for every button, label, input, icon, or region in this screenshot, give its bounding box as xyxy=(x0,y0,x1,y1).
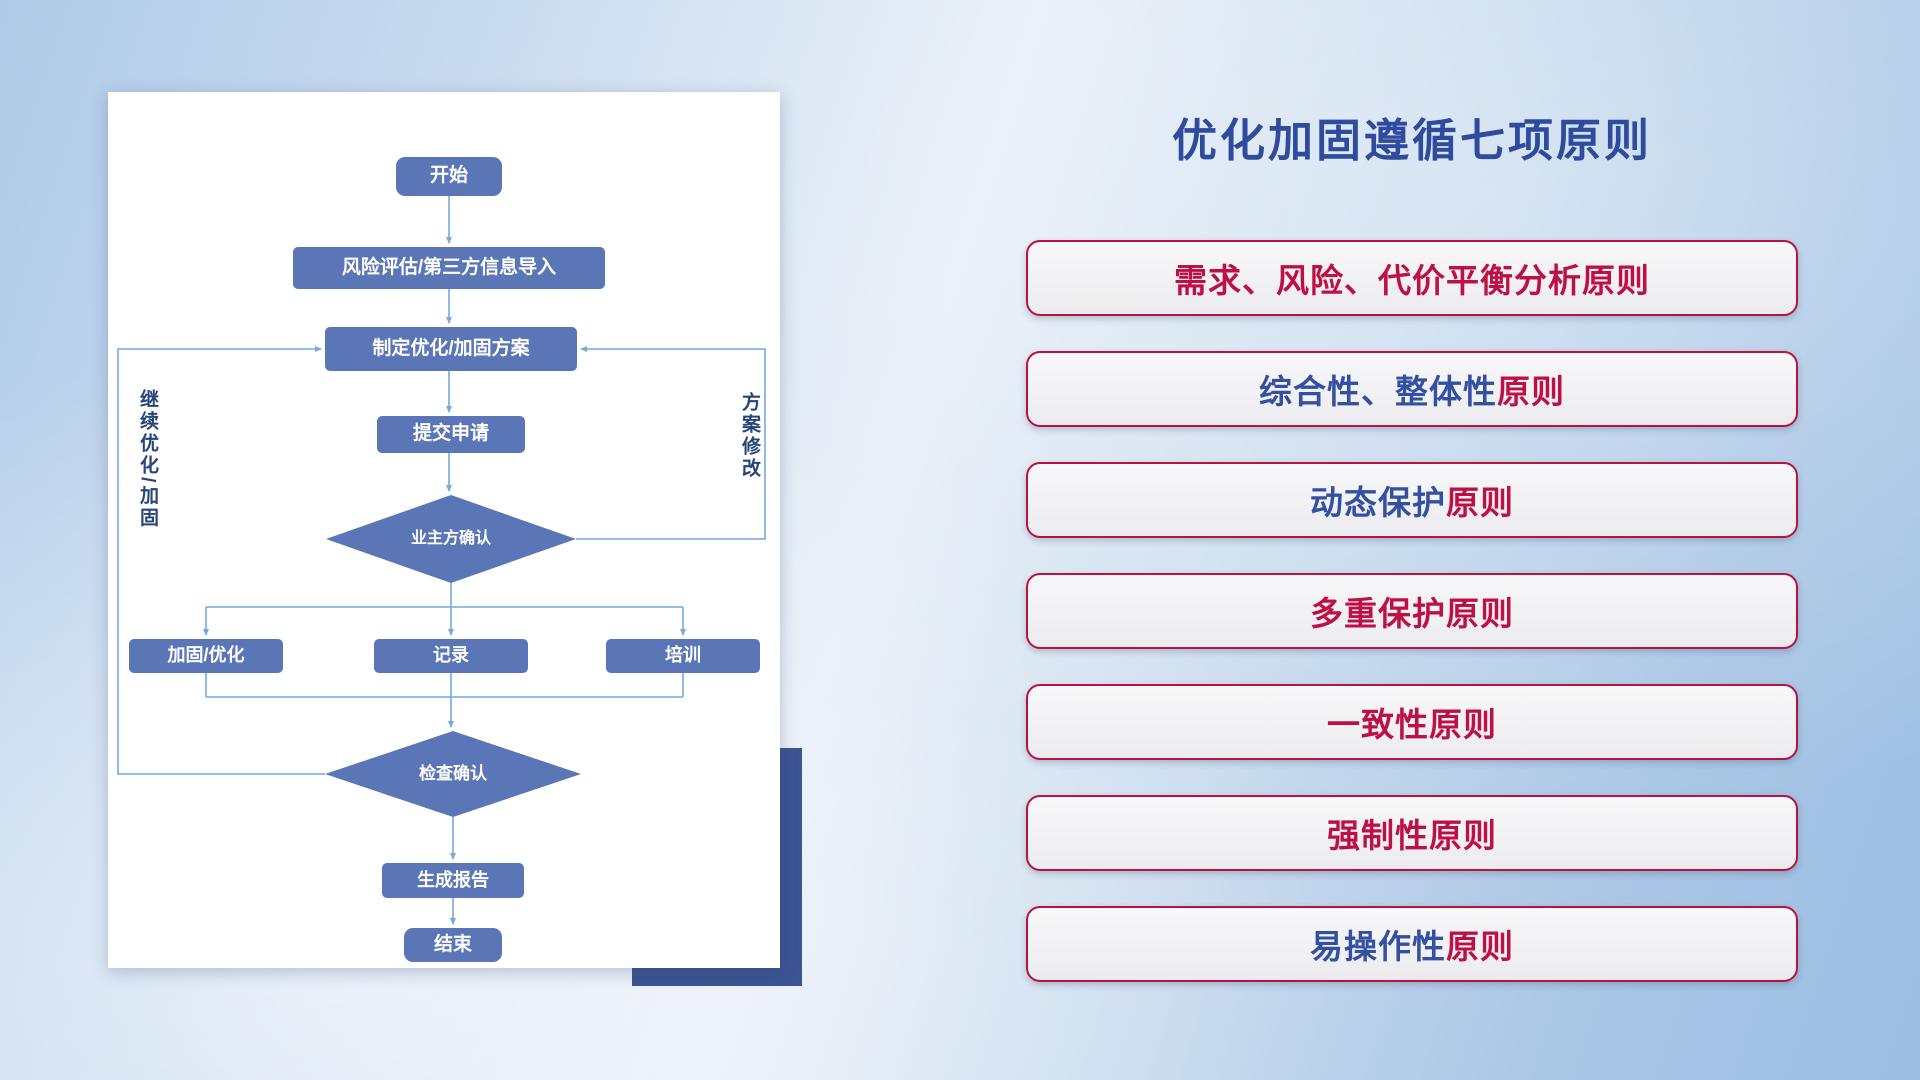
principle-text-segment: 综合性、整体性 xyxy=(1259,373,1497,410)
principle-card: 一致性原则 xyxy=(1026,684,1798,760)
principle-card: 动态保护原则 xyxy=(1026,462,1798,538)
flowchart-card: 开始 风险评估/第三方信息导入 制定优化/加固方案 提交申请 业主方确认 加固/… xyxy=(108,92,780,968)
principle-text-segment: 需求、风险、代价平衡分析原则 xyxy=(1174,262,1650,299)
flow-node-make-plan: 制定优化/加固方案 xyxy=(325,327,577,371)
principle-text-segment: 原则 xyxy=(1497,373,1565,410)
principle-card: 需求、风险、代价平衡分析原则 xyxy=(1026,240,1798,316)
flow-node-end: 结束 xyxy=(404,928,502,962)
principle-card: 强制性原则 xyxy=(1026,795,1798,871)
principle-text-segment: 易操作性 xyxy=(1310,928,1446,965)
flow-node-risk-import: 风险评估/第三方信息导入 xyxy=(293,247,605,289)
page-title: 优化加固遵循七项原则 xyxy=(1171,115,1652,166)
edge-label-plan-revise: 方案修改 xyxy=(739,392,760,480)
principle-text-segment: 原则 xyxy=(1446,928,1514,965)
principle-card: 综合性、整体性原则 xyxy=(1026,351,1798,427)
flow-node-start: 开始 xyxy=(396,157,502,196)
edge-label-continue-optimize: 继续优化/加固 xyxy=(137,389,158,530)
principle-text-segment: 强制性原则 xyxy=(1327,817,1497,854)
flow-node-report: 生成报告 xyxy=(382,863,524,898)
flow-node-submit: 提交申请 xyxy=(377,416,525,453)
principles-list: 需求、风险、代价平衡分析原则 综合性、整体性原则 动态保护原则 多重保护原则 一… xyxy=(1026,240,1798,982)
flow-node-training: 培训 xyxy=(606,639,760,673)
flowchart-connectors xyxy=(117,196,766,925)
flow-node-record: 记录 xyxy=(374,639,528,673)
principle-card: 易操作性原则 xyxy=(1026,906,1798,982)
principle-text-segment: 一致性原则 xyxy=(1327,706,1497,743)
principle-text-segment: 动态保护 xyxy=(1310,484,1446,521)
flow-node-reinforce: 加固/优化 xyxy=(129,639,283,673)
principle-card: 多重保护原则 xyxy=(1026,573,1798,649)
principle-text-segment: 原则 xyxy=(1446,484,1514,521)
principle-text-segment: 多重保护原则 xyxy=(1310,595,1514,632)
